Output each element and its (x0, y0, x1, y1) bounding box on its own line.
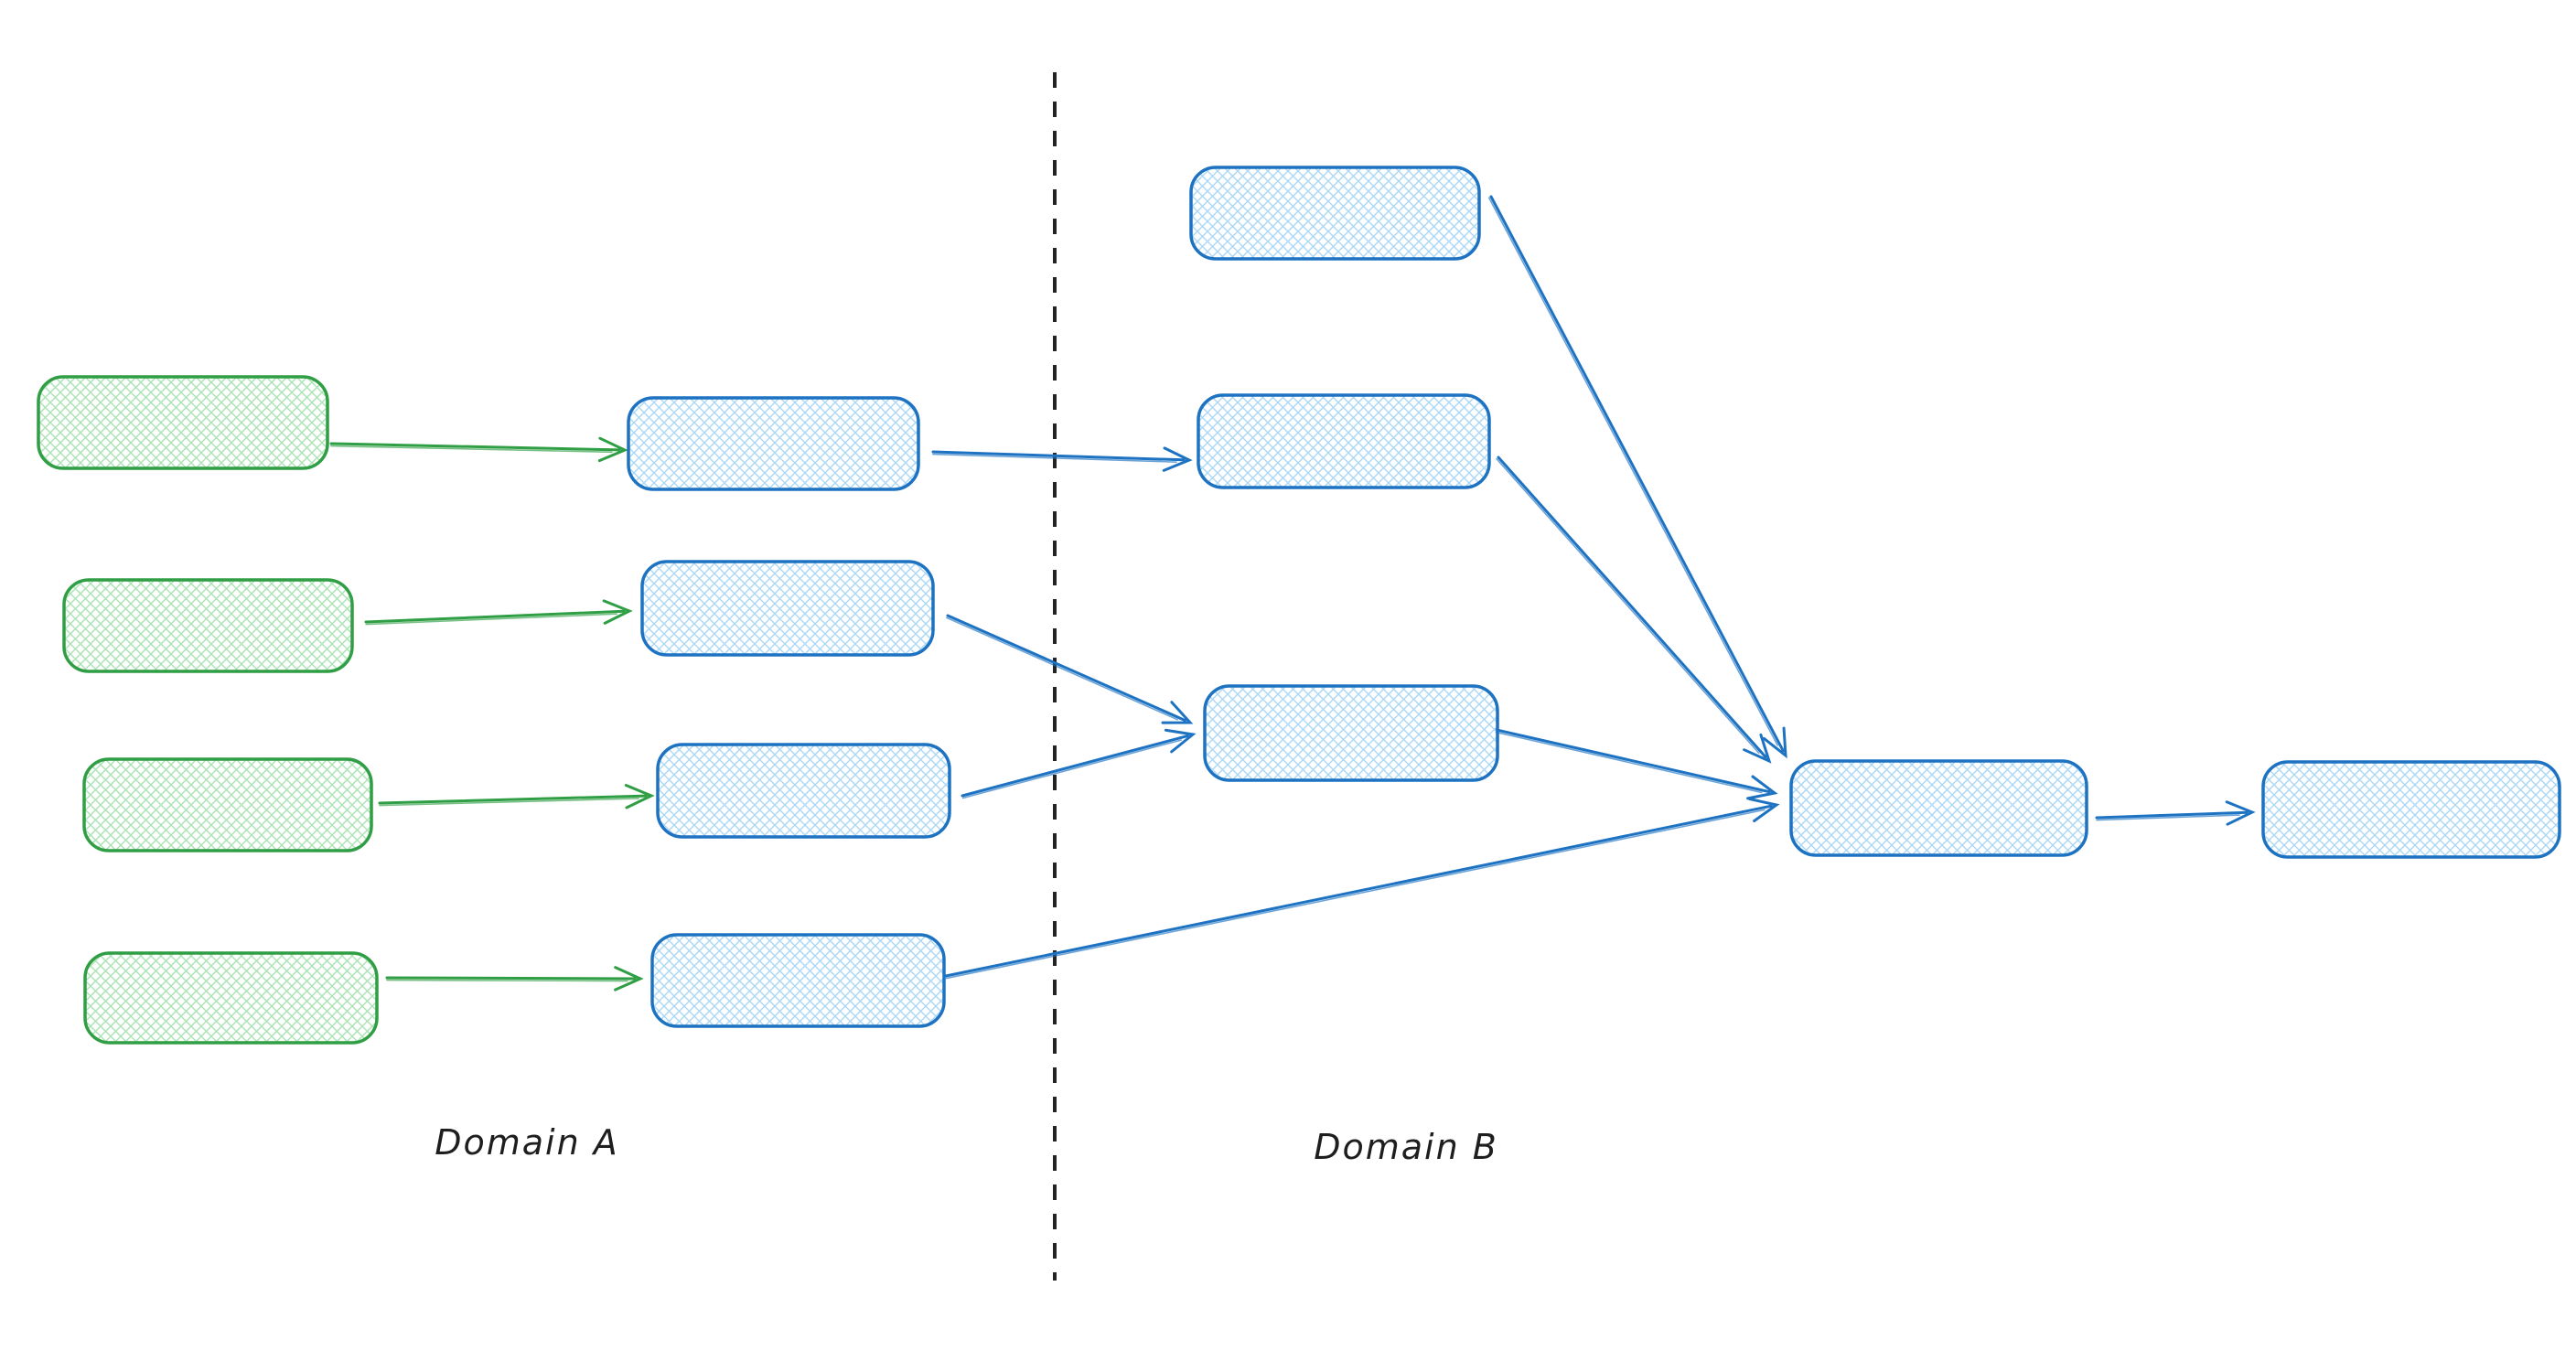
domain-b-node-2 (1197, 393, 1491, 489)
arrowhead-icon (1162, 446, 1193, 472)
arrowhead-icon (1164, 728, 1197, 754)
edge-source1-to-stage1 (329, 436, 628, 463)
arrowhead-icon (1161, 701, 1194, 724)
arrowhead-icon (614, 966, 644, 991)
domain-a-stage-2 (640, 560, 935, 657)
edge-hub-to-output (2095, 800, 2256, 826)
edge-stage2-to-node3 (946, 614, 1194, 724)
edge-shaft (946, 614, 1187, 723)
edge-sketch-stroke (365, 613, 617, 626)
edge-sketch-stroke (2096, 814, 2240, 821)
domain-a-source-3 (82, 757, 373, 852)
domain-b-node-1 (1189, 166, 1481, 261)
domain-b-hub (1789, 759, 2088, 857)
domain-a-stage-3 (656, 743, 951, 839)
arrowhead-icon (2225, 800, 2256, 826)
edge-sketch-stroke (1487, 197, 1778, 746)
edge-source3-to-stage3 (378, 784, 655, 809)
edge-shaft (2095, 810, 2249, 820)
arrowhead-icon (602, 599, 633, 625)
edge-stage3-to-node3 (961, 728, 1197, 799)
edge-sketch-stroke (1495, 731, 1763, 794)
edge-shaft (329, 442, 621, 452)
edge-shaft (385, 976, 637, 981)
edge-shaft (378, 794, 648, 805)
edge-node3-to-hub (1495, 728, 1778, 800)
domain-a-source-4 (83, 951, 379, 1045)
edge-shaft (364, 609, 626, 624)
domain-a-stage-1 (627, 396, 920, 491)
arrowhead-icon (597, 436, 628, 463)
domain-a-stage-4 (650, 933, 946, 1028)
arrowhead-icon (1762, 726, 1787, 759)
edge-stage4-to-hub (944, 798, 1780, 980)
arrowhead-icon (1748, 798, 1780, 823)
arrowhead-icon (1746, 775, 1778, 800)
edge-sketch-stroke (946, 616, 1178, 721)
edge-shaft (1497, 456, 1767, 759)
edge-source2-to-stage2 (364, 599, 633, 626)
edge-sketch-stroke (961, 739, 1182, 799)
edge-sketch-stroke (330, 445, 613, 454)
edge-shaft (1489, 195, 1785, 753)
arrowhead-icon (624, 784, 655, 809)
edge-sketch-stroke (379, 798, 639, 807)
edge-stage1-to-node2 (931, 446, 1193, 472)
edge-shaft (1495, 728, 1771, 794)
edge-shaft (931, 450, 1186, 462)
domain-a-label: Domain A (435, 1122, 619, 1163)
edge-shaft (961, 734, 1189, 798)
domain-b-node-3 (1203, 684, 1499, 782)
edge-node2-to-hub (1496, 456, 1772, 764)
edge-sketch-stroke (1496, 457, 1760, 755)
domain-b-label: Domain B (1314, 1127, 1498, 1167)
edge-shaft (944, 804, 1773, 978)
arrowhead-icon (1743, 733, 1772, 764)
edge-node1-to-hub (1487, 195, 1787, 759)
edge-source4-to-stage4 (385, 966, 644, 991)
edge-sketch-stroke (932, 453, 1177, 463)
domain-a-source-1 (37, 375, 329, 470)
edge-sketch-stroke (945, 809, 1766, 980)
domain-b-output (2261, 760, 2561, 859)
domain-a-source-2 (62, 578, 354, 673)
